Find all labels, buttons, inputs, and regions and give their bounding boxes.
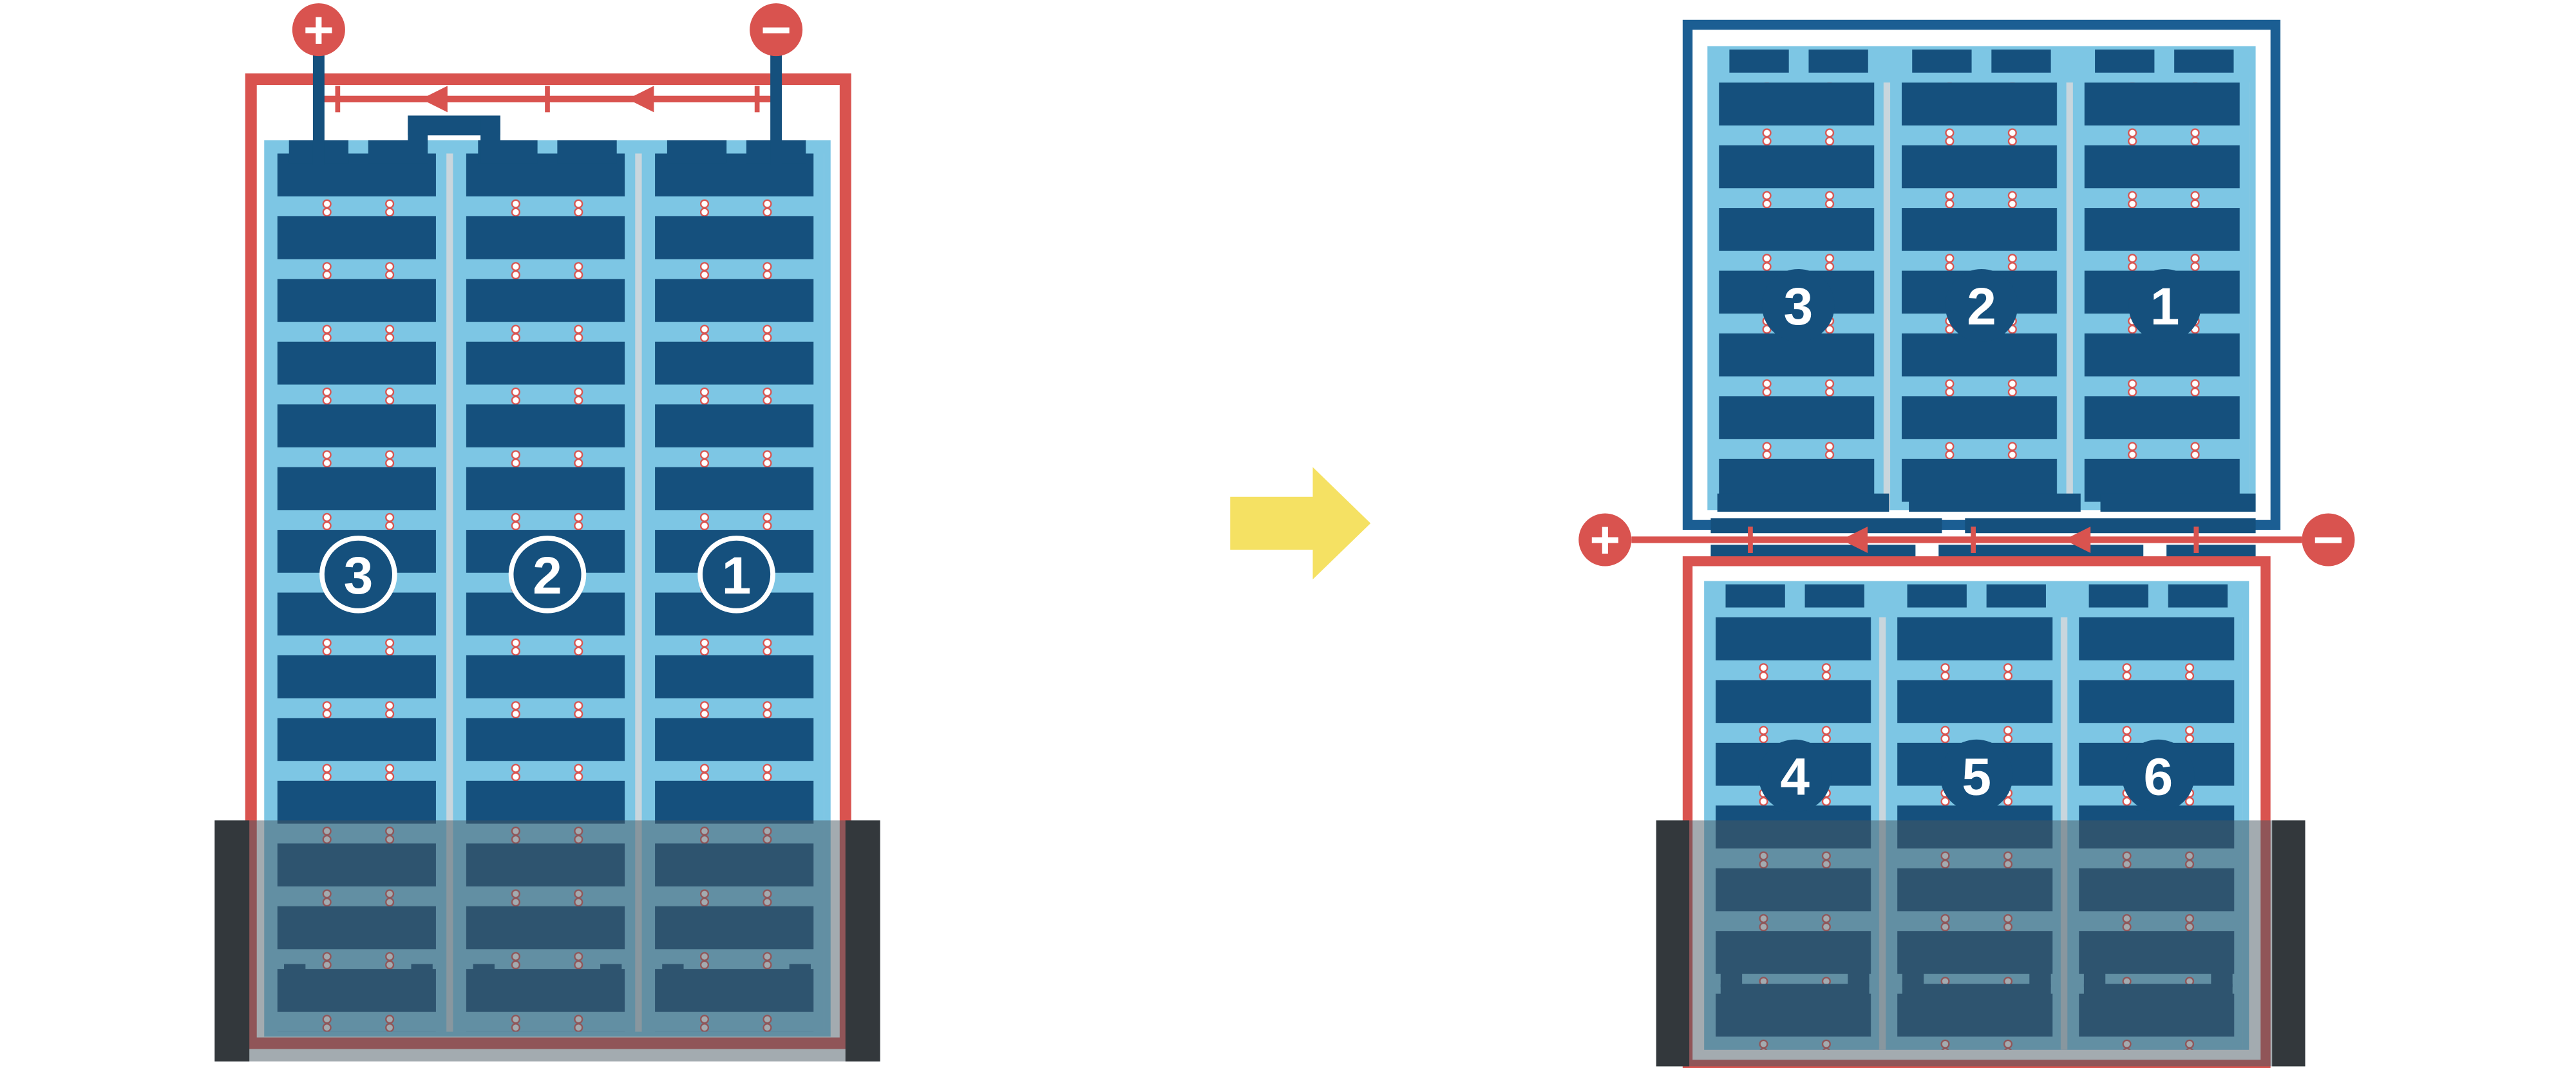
right-bottom-connector-tabs: [1725, 584, 2228, 608]
terminal-wire: [770, 49, 782, 165]
minus-symbol: −: [761, 1, 791, 59]
right-water-overlay: [1656, 820, 2306, 1067]
right-top-panel-diagram: 3 2 1: [1682, 19, 2281, 530]
string-badge-circle: [1761, 268, 1835, 342]
right-top-connector-tabs: [1729, 49, 2234, 73]
right-top-string-badges: 3 2 1: [1761, 268, 2201, 342]
left-string-badges: 3 2 1: [319, 536, 775, 614]
right-top-string-label-2: 2: [1967, 277, 1996, 336]
right-top-bottom-busbars: [1717, 493, 2256, 512]
minus-symbol: −: [2313, 511, 2344, 570]
left-string-label-1: 3: [344, 547, 374, 605]
left-positive-terminal: +: [292, 1, 345, 165]
plus-circle-icon: [1578, 513, 1632, 567]
left-arrowhead-icon: [1841, 526, 1868, 553]
minus-circle-icon: [2302, 513, 2355, 567]
left-arrowhead-icon: [627, 86, 654, 113]
string-badge-circle: [697, 536, 775, 614]
right-water-bar-left: [1656, 820, 1690, 1067]
string-badge-circle: [1945, 268, 2018, 342]
middle-busbars: [1710, 518, 2256, 560]
string-badge-circle: [2121, 739, 2195, 812]
middle-wiring: + −: [1578, 511, 2355, 570]
right-positive-terminal: +: [1578, 511, 1632, 570]
middle-current-flow: [1631, 526, 2302, 553]
left-water-overlay: [214, 820, 880, 1062]
right-top-string-label-1: 3: [1783, 277, 1813, 336]
right-negative-terminal: −: [2302, 511, 2355, 570]
left-water-bar-right: [845, 820, 880, 1062]
right-bottom-string-badges: 4 5 6: [1758, 739, 2195, 812]
right-bottom-panel-diagram: 4 5 6: [1656, 556, 2306, 1068]
minus-circle-icon: [750, 3, 803, 57]
string-badge-circle: [1758, 739, 1832, 812]
left-string-label-2: 2: [533, 547, 562, 605]
left-negative-terminal: −: [750, 1, 803, 165]
left-arrowhead-icon: [421, 86, 448, 113]
string-badge-circle: [2128, 268, 2201, 342]
plus-symbol: +: [303, 1, 334, 59]
left-arrowhead-icon: [2064, 526, 2091, 553]
left-panel-diagram: + − 3 2 1: [214, 1, 880, 1062]
string-badge-circle: [1940, 739, 2013, 812]
right-top-string-label-3: 1: [2150, 277, 2180, 336]
right-bottom-string-label-5: 5: [1962, 748, 1991, 807]
string-badge-circle: [319, 536, 397, 614]
transform-arrow: [1230, 467, 1371, 580]
right-bottom-string-label-4: 4: [1780, 748, 1810, 807]
plus-symbol: +: [1589, 511, 1620, 570]
left-current-flow: [318, 86, 777, 113]
string-badge-circle: [508, 536, 587, 614]
right-block-arrow-icon: [1230, 467, 1371, 580]
terminal-wire: [312, 49, 325, 165]
left-water-bar-left: [214, 820, 250, 1062]
right-bottom-string-label-6: 6: [2143, 748, 2173, 807]
right-water-bar-right: [2272, 820, 2306, 1067]
left-string-label-3: 1: [722, 547, 752, 605]
plus-circle-icon: [292, 3, 345, 57]
